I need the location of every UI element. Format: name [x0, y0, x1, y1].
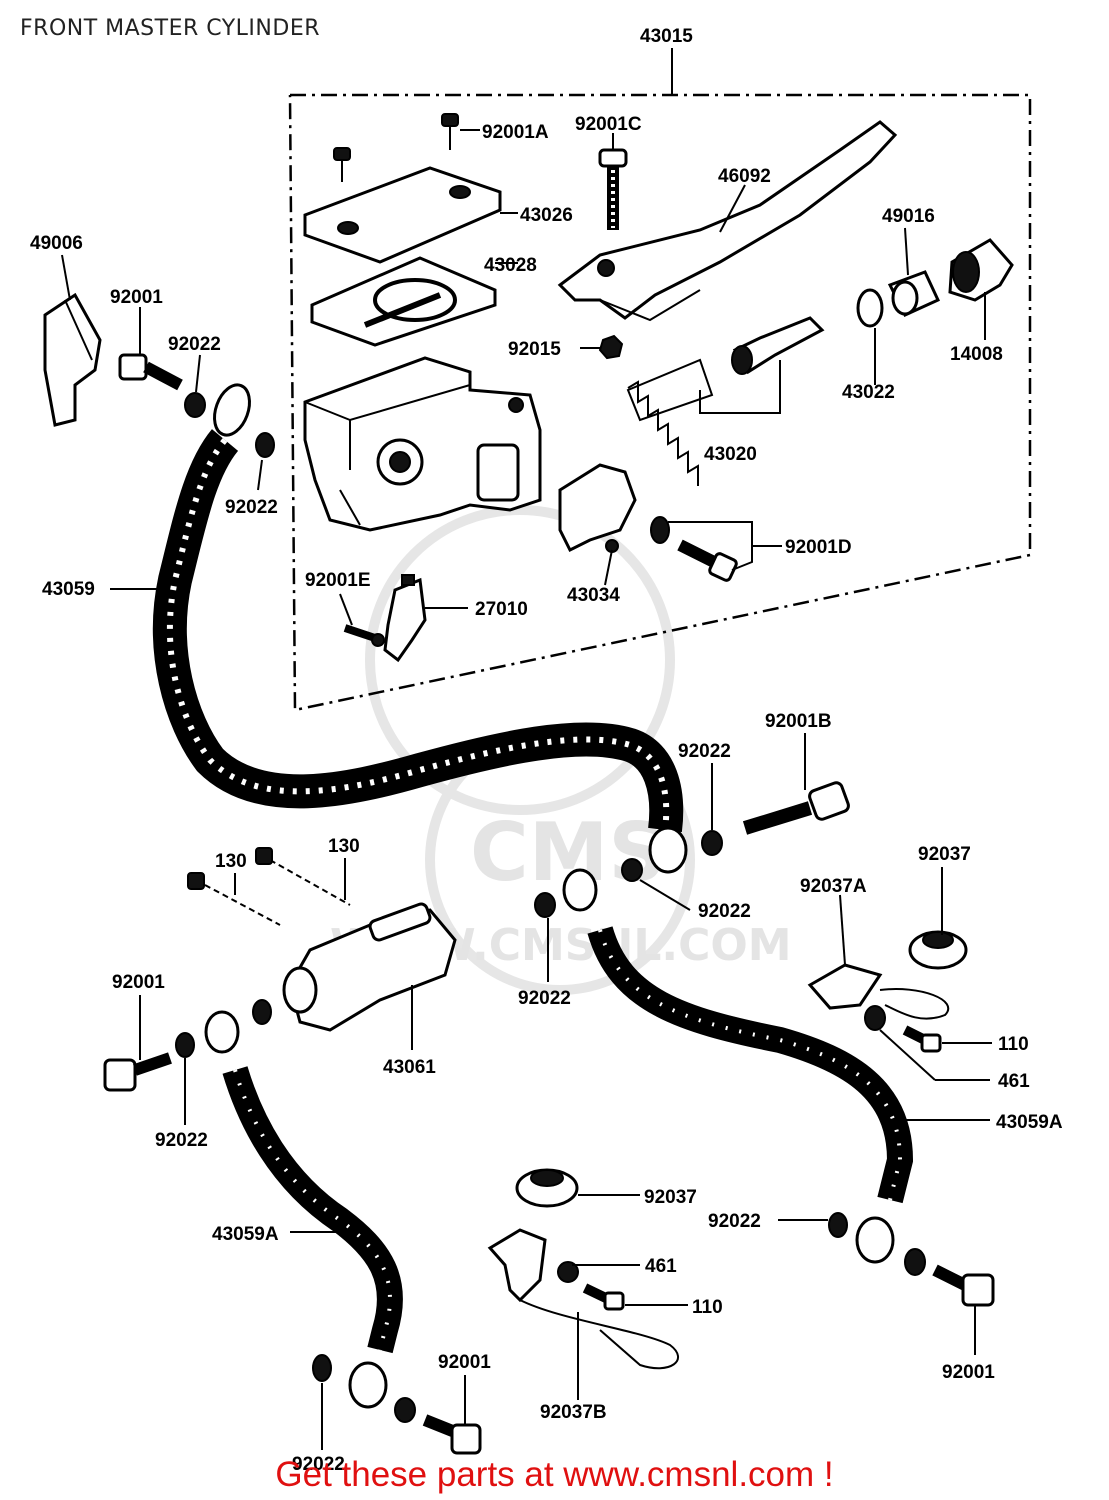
washer-92022-top: [184, 392, 206, 418]
label-92001d: 92001D: [785, 537, 852, 558]
label-92037a: 92037A: [800, 876, 867, 897]
bolt-130-a: [187, 872, 281, 926]
reservoir-cap: [303, 166, 502, 264]
label-43061: 43061: [383, 1057, 436, 1078]
label-92037b: 92037B: [540, 1402, 607, 1423]
label-92001a: 92001A: [482, 122, 549, 143]
screw-92001e: [343, 624, 385, 647]
label-92037-center: 92037: [644, 1187, 697, 1208]
washer-92022-bottom: [312, 1354, 416, 1423]
bolt-110-center: [582, 1283, 625, 1311]
assembly-boundary: [288, 93, 1032, 712]
label-49016: 49016: [882, 206, 935, 227]
master-cylinder-body: [303, 356, 542, 532]
label-46092: 46092: [718, 166, 771, 187]
label-92001-br: 92001: [942, 1362, 995, 1383]
clamp-43034: [558, 463, 637, 553]
label-43059a-right: 43059A: [996, 1112, 1063, 1133]
label-27010: 27010: [475, 599, 528, 620]
hose-43059a-right: [562, 868, 914, 1264]
washer-92022-b2: [621, 858, 643, 882]
bolt-92001-bottom: [422, 1414, 482, 1455]
label-92037-right: 92037: [918, 844, 971, 865]
bracket-92037b: [487, 1228, 680, 1370]
pivot-bolt-92001c: [598, 148, 628, 230]
reservoir-gasket: [310, 256, 497, 347]
piston-43020: [731, 316, 825, 375]
cap-screw-92001a: [441, 113, 459, 150]
label-130-a: 130: [215, 851, 247, 872]
washer-92022-left: [175, 999, 272, 1058]
bracket-92037a: [807, 963, 950, 1020]
label-92001b: 92001B: [765, 711, 832, 732]
bolt-130-b: [255, 847, 351, 906]
part-labels: 43015 92001A 92001C 46092 43026 43028 49…: [30, 26, 1063, 1475]
washer-92022-b3: [534, 892, 556, 918]
washer-92022-r2: [828, 1212, 926, 1276]
parts-link-footer[interactable]: Get these parts at www.cmsnl.com !: [275, 1455, 834, 1494]
label-14008: 14008: [950, 344, 1003, 365]
bolt-92001d: [677, 539, 738, 582]
label-43022: 43022: [842, 382, 895, 403]
grip-49006: [43, 292, 102, 427]
bolt-110-right: [902, 1025, 942, 1053]
label-110-right: 110: [998, 1034, 1029, 1055]
bolt-92001-br: [932, 1264, 995, 1307]
bushing-49016: [887, 270, 940, 317]
hose-43059: [152, 383, 688, 874]
ring-43022: [856, 288, 884, 328]
boot-14008: [948, 238, 1014, 302]
grommet-92037-center: [515, 1168, 579, 1208]
spring-43020: [626, 358, 714, 486]
bolt-92001b: [742, 781, 850, 835]
washer-92022-mid: [255, 432, 275, 458]
label-92022-b2: 92022: [698, 901, 751, 922]
collar-461-right: [864, 1005, 886, 1031]
nut-92015: [598, 334, 624, 360]
label-43034: 43034: [567, 585, 620, 606]
grommet-92037-right: [908, 930, 968, 970]
page-title: FRONT MASTER CYLINDER: [20, 16, 321, 41]
label-43059a-left: 43059A: [212, 1224, 279, 1245]
label-43028: 43028: [484, 255, 537, 276]
label-92022-b3: 92022: [518, 988, 571, 1009]
banjo-bolt-92001-top: [118, 353, 183, 391]
label-92001-left: 92001: [112, 972, 165, 993]
label-110-center: 110: [692, 1297, 723, 1318]
label-92001-top: 92001: [110, 287, 163, 308]
label-92015: 92015: [508, 339, 561, 360]
label-92022-left: 92022: [155, 1130, 208, 1151]
label-92022-mid: 92022: [225, 497, 278, 518]
label-92001e: 92001E: [305, 570, 371, 591]
label-92022-r2: 92022: [708, 1211, 761, 1232]
collar-461-center: [557, 1261, 579, 1283]
label-92001c: 92001C: [575, 114, 642, 135]
label-49006: 49006: [30, 233, 83, 254]
label-43059: 43059: [42, 579, 95, 600]
label-130-b: 130: [328, 836, 360, 857]
label-43015: 43015: [640, 26, 693, 47]
label-43020: 43020: [704, 444, 757, 465]
joint-43061: [282, 902, 457, 1032]
washer-clamp: [650, 516, 670, 544]
label-461-right: 461: [998, 1071, 1030, 1092]
label-92001-bottom: 92001: [438, 1352, 491, 1373]
washer-92022-b1: [701, 830, 723, 856]
hose-43059a-left: [204, 1010, 403, 1409]
label-92022-b1: 92022: [678, 741, 731, 762]
label-92022-bottom: 92022: [292, 1454, 345, 1475]
leader-lines: [61, 129, 992, 1450]
label-43026: 43026: [520, 205, 573, 226]
switch-27010: [383, 574, 427, 663]
bolt-92001-left: [103, 1052, 172, 1092]
label-92022-top: 92022: [168, 334, 221, 355]
cap-screw-left: [333, 147, 351, 182]
label-461-center: 461: [645, 1256, 677, 1277]
